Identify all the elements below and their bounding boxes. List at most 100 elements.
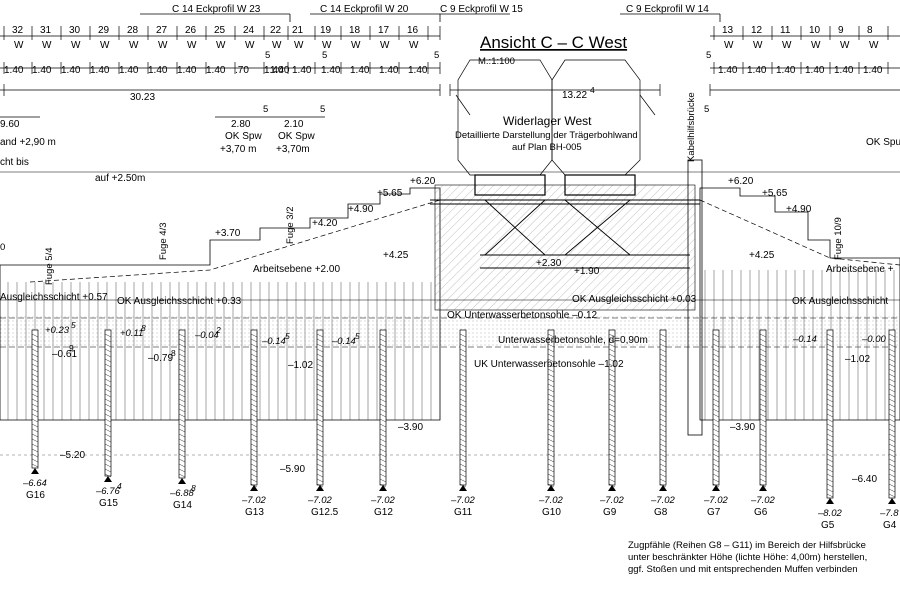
fuge-32-label: Fuge 3/2 [285, 207, 296, 245]
central-abutment [430, 159, 703, 436]
pile-hatch [759, 468, 767, 473]
pile-elev: –6.64 [22, 478, 47, 489]
pile-hatch [547, 368, 555, 373]
pile-hatch [759, 403, 767, 408]
pile-hatch [712, 408, 720, 413]
pile-tip-marker [104, 476, 112, 482]
pile-hatch [659, 393, 667, 398]
pile-hatch [316, 398, 324, 403]
pile-hatch [608, 398, 616, 403]
pile-hatch [759, 428, 767, 433]
pile-hatch [250, 393, 258, 398]
pile-hatch [379, 358, 387, 363]
pile-hatch [547, 358, 555, 363]
pile-hatch [712, 403, 720, 408]
pile-hatch [826, 358, 834, 363]
pile-hatch [459, 353, 467, 358]
dim-five-1: 5 [265, 50, 270, 61]
pile-hatch [316, 423, 324, 428]
pile-hatch [608, 458, 616, 463]
pile-elev: –7.02 [370, 495, 395, 506]
pile-hatch [250, 333, 258, 338]
subtitle-plan: auf Plan BH-005 [512, 142, 582, 153]
pile-hatch [659, 418, 667, 423]
pile-hatch [608, 423, 616, 428]
pile-elev: –7.02 [750, 495, 775, 506]
pile-hatch [759, 453, 767, 458]
pile-hatch [104, 343, 112, 348]
pile-group: –6.64G16–6.764G15–6.888G14–7.02G13–7.02G… [22, 329, 899, 531]
w-number: 32 [12, 25, 24, 36]
w-number: 31 [40, 25, 52, 36]
pile-hatch [608, 343, 616, 348]
ausgleich-mid: OK Ausgleichsschicht +0.33 [117, 296, 242, 307]
pile-hatch [659, 333, 667, 338]
pile-hatch [250, 348, 258, 353]
pile-hatch [31, 368, 39, 373]
pile-hatch [759, 388, 767, 393]
spacing-label: 1.40 [350, 65, 370, 76]
w-letter: W [129, 40, 139, 51]
pile-hatch [104, 353, 112, 358]
kabelhilfsbruecke-label: Kabelhilfsbrücke [686, 92, 697, 162]
pile-hatch [316, 413, 324, 418]
pile-hatch [659, 338, 667, 343]
pile-hatch [712, 378, 720, 383]
w-number: 16 [407, 25, 419, 36]
pile-hatch [379, 413, 387, 418]
pile-tip-marker [547, 485, 555, 491]
pile-hatch [659, 453, 667, 458]
pile-hatch [659, 458, 667, 463]
pile-name: G9 [603, 507, 617, 518]
pile-hatch [104, 338, 112, 343]
pile-hatch [712, 413, 720, 418]
pile-hatch [459, 473, 467, 478]
pile-hatch [250, 438, 258, 443]
w-letter: W [840, 40, 850, 51]
pile-hatch [888, 413, 896, 418]
pile-tip-marker [759, 485, 767, 491]
pile-hatch [547, 333, 555, 338]
subtitle-detail: Detaillierte Darstellung der Trägerbohlw… [455, 130, 638, 141]
pile-hatch [826, 488, 834, 493]
pile-hatch [178, 438, 186, 443]
pile-hatch [712, 363, 720, 368]
pile-hatch [379, 423, 387, 428]
pile-hatch [459, 388, 467, 393]
pile-hatch [104, 388, 112, 393]
pile-hatch [659, 378, 667, 383]
pile-hatch [459, 428, 467, 433]
ok-uw-label: OK Unterwasserbetonsohle –0.12 [447, 310, 598, 321]
pile-hatch [31, 428, 39, 433]
spacing-label: 1.40 [747, 65, 767, 76]
elev-425: +4.25 [383, 250, 409, 261]
pile-hatch [608, 473, 616, 478]
pile-hatch [459, 478, 467, 483]
pile-hatch [659, 348, 667, 353]
pile-hatch [608, 443, 616, 448]
pile-hatch [178, 458, 186, 463]
pile-hatch [379, 388, 387, 393]
pile-hatch [316, 403, 324, 408]
spacing-label: 1.40 [119, 65, 139, 76]
pile-hatch [31, 463, 39, 468]
pile-hatch [712, 463, 720, 468]
pile-hatch [104, 383, 112, 388]
pile-hatch [826, 473, 834, 478]
w-letter: W [71, 40, 81, 51]
pile-hatch [547, 438, 555, 443]
pile-name: G4 [883, 520, 897, 531]
pile-elev: –6.88 [169, 488, 194, 499]
w-number: 25 [214, 25, 226, 36]
pile-hatch [547, 348, 555, 353]
pile-hatch [459, 403, 467, 408]
pile-hatch [31, 358, 39, 363]
pile-hatch [888, 428, 896, 433]
pile-hatch [608, 448, 616, 453]
pile-hatch [459, 453, 467, 458]
elev-640: –6.40 [852, 474, 877, 485]
pile-hatch [608, 388, 616, 393]
pile-hatch [759, 363, 767, 368]
pile-hatch [888, 333, 896, 338]
pile-name: G12 [374, 507, 393, 518]
